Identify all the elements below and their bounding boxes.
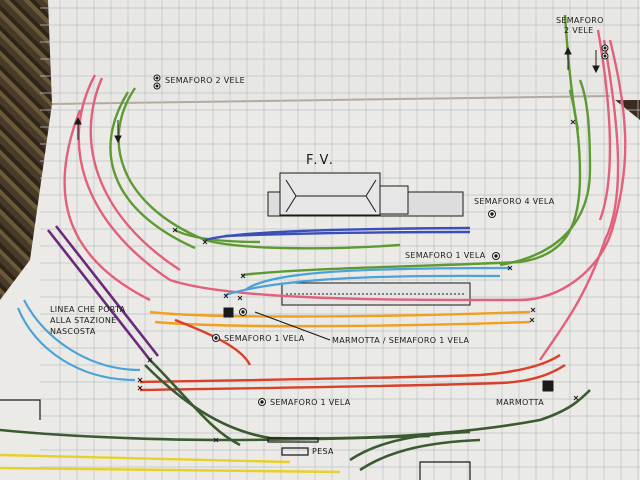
darkgreen-track-siding-2 bbox=[359, 438, 481, 472]
paper-top-page bbox=[48, 0, 640, 104]
semaforo-2-vele-right-icon bbox=[601, 44, 609, 60]
station-label: F.V. bbox=[306, 153, 335, 168]
red-track-1 bbox=[139, 354, 561, 384]
turnout-x bbox=[147, 357, 153, 363]
turnout-x bbox=[570, 119, 576, 125]
darkgreen-track-diagonal bbox=[149, 359, 241, 447]
green-track-lower bbox=[109, 91, 196, 250]
pesa-rect bbox=[281, 447, 309, 456]
marmotta-icon bbox=[542, 380, 554, 392]
darkgreen-track-siding bbox=[349, 430, 471, 462]
red-track-2 bbox=[139, 364, 566, 392]
yellow-track-2 bbox=[0, 466, 341, 474]
label-semaforo-1-vela-a: SEMAFORO 1 VELA bbox=[405, 251, 486, 260]
darkgreen-track-lower bbox=[0, 428, 431, 442]
label-semaforo-4-vela: SEMAFORO 4 VELA bbox=[474, 197, 555, 206]
arrow-left-mid bbox=[114, 120, 122, 144]
semaforo-4-vela-icon bbox=[488, 210, 496, 218]
label-marmotta: MARMOTTA bbox=[496, 398, 545, 407]
turnout-x bbox=[507, 265, 513, 271]
lightblue-tracks bbox=[16, 266, 511, 382]
station-main-block bbox=[279, 172, 381, 216]
purple-track bbox=[46, 229, 152, 361]
turnout-x bbox=[202, 239, 208, 245]
label-semaforo-1-vela-c: SEMAFORO 1 VELA bbox=[270, 398, 351, 407]
purple-tracks bbox=[46, 225, 160, 361]
turntable-rail bbox=[267, 437, 319, 443]
lightblue-track-linea-1 bbox=[16, 307, 136, 382]
label-semaforo-right-2: 2 VELE bbox=[564, 26, 594, 35]
green-track-right-vertical bbox=[563, 14, 580, 131]
turnout-x bbox=[573, 395, 579, 401]
purple-track-parallel bbox=[54, 225, 160, 357]
lightblue-track-linea-2 bbox=[23, 299, 141, 372]
middle-platform bbox=[281, 282, 471, 306]
blue-tracks bbox=[204, 226, 471, 242]
pink-track-inner bbox=[89, 77, 181, 272]
turnout-x bbox=[213, 437, 219, 443]
label-semaforo-1-vela-b: SEMAFORO 1 VELA bbox=[224, 334, 305, 343]
turnout-x bbox=[237, 295, 243, 301]
semaforo-2-vele-top-icon bbox=[153, 74, 161, 90]
pink-track-far bbox=[63, 109, 151, 302]
building-bottom-right bbox=[419, 461, 471, 480]
semaforo-1-vela-c-icon bbox=[258, 398, 266, 406]
label-semaforo-right-1: SEMAFORO bbox=[556, 16, 604, 25]
label-semaforo-2-vele-top: SEMAFORO 2 VELE bbox=[165, 76, 245, 85]
orange-track-1 bbox=[149, 310, 531, 318]
blue-track-second bbox=[224, 230, 471, 238]
turnout-x bbox=[529, 317, 535, 323]
station-annex bbox=[379, 185, 409, 215]
pink-track-outer bbox=[77, 39, 627, 302]
turnout-x bbox=[530, 307, 536, 313]
green-track-right-curve-2 bbox=[499, 79, 592, 267]
semaforo-1-vela-a-icon bbox=[492, 252, 500, 260]
marmotta-semaforo-icon bbox=[223, 307, 247, 318]
label-pesa: PESA bbox=[312, 447, 334, 456]
turnout-x bbox=[223, 293, 229, 299]
blue-track-station bbox=[204, 226, 471, 242]
turnout-markers bbox=[137, 119, 579, 443]
yellow-tracks bbox=[0, 453, 341, 474]
direction-arrows bbox=[74, 46, 600, 144]
signals bbox=[153, 44, 609, 406]
arrow-left-top bbox=[74, 116, 82, 140]
turnout-x bbox=[137, 377, 143, 383]
lightblue-track-bottom bbox=[224, 274, 501, 297]
turnout-x bbox=[172, 227, 178, 233]
leader-line-marmotta bbox=[254, 311, 331, 341]
yellow-track-1 bbox=[0, 453, 291, 464]
semaforo-1-vela-b-icon bbox=[212, 334, 220, 342]
label-linea: LINEA CHE PORTA ALLA STAZIONE NASCOSTA bbox=[50, 305, 126, 336]
arrow-right-down bbox=[592, 50, 600, 74]
green-track-right-curve bbox=[241, 89, 582, 277]
turnout-x bbox=[137, 385, 143, 391]
bracket-left bbox=[0, 399, 41, 420]
station-building bbox=[267, 172, 464, 217]
turnout-x bbox=[240, 273, 246, 279]
lightblue-track-top bbox=[244, 266, 511, 291]
darkgreen-tracks bbox=[0, 359, 591, 472]
arrow-right-up bbox=[564, 46, 572, 70]
pink-track-right-1 bbox=[539, 39, 620, 361]
label-marmotta-semaforo: MARMOTTA / SEMAFORO 1 VELA bbox=[332, 336, 470, 345]
black-tracks bbox=[0, 311, 471, 480]
grid bbox=[40, 0, 640, 480]
